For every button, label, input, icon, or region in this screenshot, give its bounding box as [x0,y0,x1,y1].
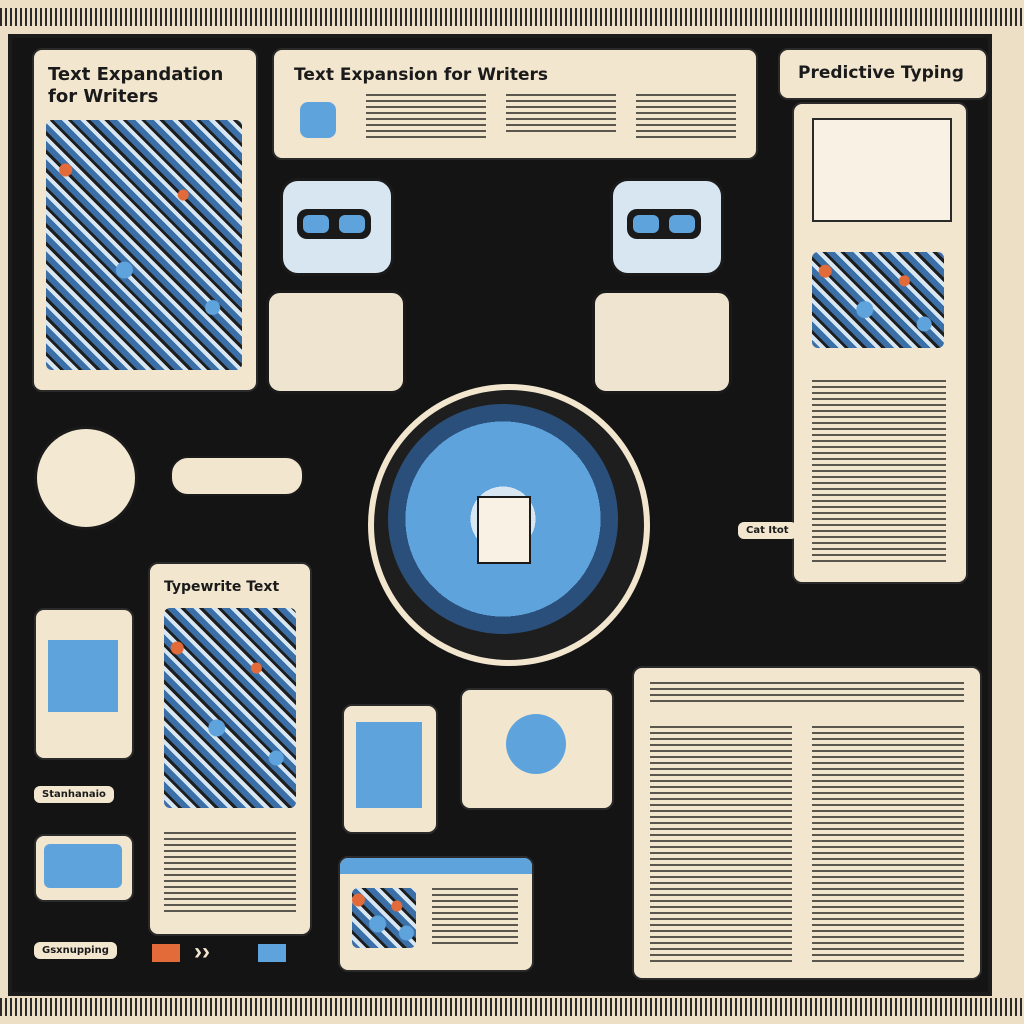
text-block-1 [366,94,486,142]
robot-head-left [280,178,394,276]
robot-eye-right-1 [633,215,659,233]
panel-predictive-typing-body [792,102,968,584]
panel-title-typewrite-text: Typewrite Text [164,579,280,595]
panel-title-text-expandation: Text Expandation for Writers [48,64,224,107]
panel-title-predictive-typing: Predictive Typing [798,63,964,83]
arrow-icon: ›› [194,938,210,965]
side-label-1: Stanhanaio [34,786,114,803]
browser-text-lines [432,888,518,944]
robot-eye-right-2 [669,215,695,233]
mail-icon-2 [258,944,286,962]
browser-bar [340,858,532,874]
browser-image [352,888,416,948]
panel-article [632,666,982,980]
panel-window [34,834,134,902]
article-header-lines [650,682,964,702]
side-label-2: Gsxnupping [34,942,117,959]
panel-lightbulb [460,688,614,810]
panel-predictive-typing-header: Predictive Typing [778,48,988,100]
text-column [812,380,946,564]
panel-title-text-expansion: Text Expansion for Writers [294,65,549,85]
window-icon [44,844,122,888]
panel-text-expansion: Text Expansion for Writers [272,48,758,160]
bottom-hatch-border [0,998,1024,1016]
mail-icon [152,944,180,962]
infographic-board: Text Expandation for Writers Text Expans… [8,34,992,996]
panel-text-expandation: Text Expandation for Writers [32,48,258,392]
gear-icon [34,426,138,530]
screen-icon [48,640,118,712]
panel-browser [338,856,534,972]
robot-head-right [610,178,724,276]
text-block-2 [506,94,616,134]
article-column-right [812,726,964,962]
lightbulb-icon [506,714,566,774]
document-icon [477,496,531,564]
robot-eye-left-2 [339,215,365,233]
pattern-image [812,252,944,348]
robot-body-left [266,290,406,394]
top-hatch-border [0,8,1024,26]
article-column-left [650,726,792,962]
robot-eye-left-1 [303,215,329,233]
chat-bubble-icon [300,102,336,138]
robot-body-right [592,290,732,394]
text-block-3 [636,94,736,142]
robot-visor-left [297,209,371,239]
panel-typewrite-text: Typewrite Text [148,562,312,936]
typewrite-text-lines [164,832,296,914]
robot-label: Cat Itot [738,522,797,539]
panel-tablet [342,704,438,834]
panel-device [34,608,134,760]
open-book-icon [812,118,952,222]
pen-icon [170,456,304,496]
tablet-screen [356,722,422,808]
icon-mosaic-illustration [46,120,242,370]
robot-visor-right [627,209,701,239]
chat-icons-cluster [164,608,296,808]
